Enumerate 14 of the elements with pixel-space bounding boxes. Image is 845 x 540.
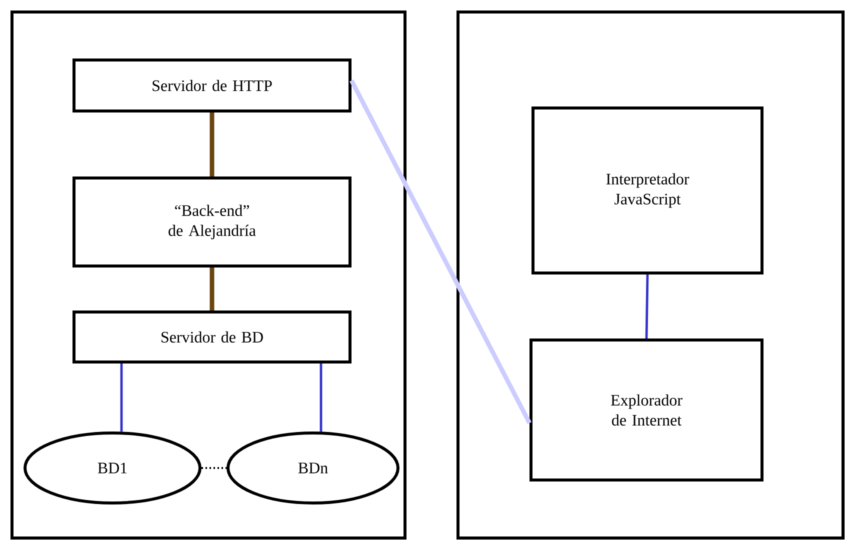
process-box: Servidor de HTTP (72, 58, 352, 112)
dotted-line (202, 467, 226, 469)
process-box: “Back-end” de Alejandría (72, 176, 352, 268)
connector-line (350, 79, 532, 424)
connector-line (210, 112, 214, 176)
process-box: Interpretador JavaScript (532, 106, 764, 274)
connector-line (120, 364, 123, 432)
process-box: Servidor de BD (72, 310, 352, 364)
connector-line (645, 274, 649, 339)
connector-line (210, 268, 214, 310)
connector-line (320, 364, 322, 432)
process-box: Explorador de Internet (530, 338, 764, 482)
panel-box (456, 10, 844, 540)
panel-box (10, 10, 406, 540)
